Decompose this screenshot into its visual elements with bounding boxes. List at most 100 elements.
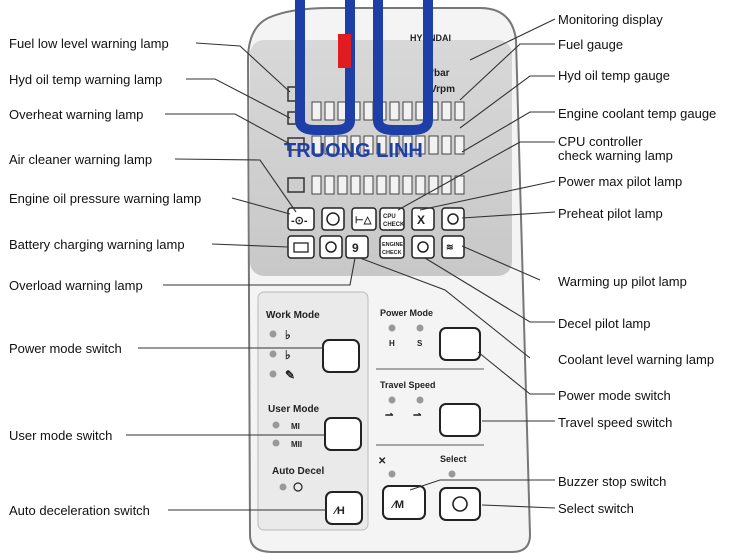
hyd-oil-gauge-segment	[389, 135, 400, 155]
coolant-gauge-segment	[363, 175, 374, 195]
power-mode-led-s	[416, 324, 424, 332]
leader-lines	[126, 18, 556, 511]
svg-text:⊢△: ⊢△	[355, 215, 372, 226]
travel-speed-led-2	[416, 396, 424, 404]
auto-decel-led	[279, 483, 287, 491]
coolant-gauge-segment	[350, 175, 361, 195]
coolant-temp-icon	[287, 177, 305, 193]
gauge-unit-bar: °bar	[430, 68, 450, 79]
buzzer-icon: ✕	[378, 456, 386, 467]
power-mode-h-text: H	[389, 339, 395, 348]
user-mode-led-2	[272, 439, 280, 447]
coolant-gauge-segment	[337, 175, 348, 195]
work-mode-general-icon: ♭	[285, 348, 291, 362]
auto-decel-button[interactable]	[325, 491, 363, 525]
work-mode-breaker-icon: ✎	[285, 368, 295, 382]
hyd-oil-gauge-segment	[350, 135, 361, 155]
label-monitoring-display: Monitoring display	[558, 12, 663, 27]
label-engine-coolant-gauge: Engine coolant temp gauge	[558, 106, 717, 121]
label-select-switch: Select switch	[558, 501, 634, 516]
work-mode-heavy-icon: ♭	[285, 328, 291, 342]
label-power-mode-switch-right: Power mode switch	[558, 388, 671, 403]
label-hyd-oil-temp-warning: Hyd oil temp warning lamp	[9, 72, 163, 87]
lamp-row-1: -⊙- ⊢△ CPU CHECK X	[287, 207, 465, 231]
power-mode-title: Power Mode	[380, 308, 433, 318]
preheat-lamp	[441, 207, 465, 231]
svg-text:X: X	[417, 213, 425, 227]
label-cpu-controller-line2: check warning lamp	[558, 148, 673, 163]
label-engine-oil-pressure: Engine oil pressure warning lamp	[9, 191, 202, 206]
travel-speed-title: Travel Speed	[380, 380, 436, 390]
work-mode-title: Work Mode	[266, 310, 320, 321]
fuel-gauge-segment	[454, 101, 465, 121]
travel-speed-button[interactable]	[439, 403, 481, 437]
label-user-mode-switch: User mode switch	[9, 428, 113, 443]
air-cleaner-lamp	[321, 207, 345, 231]
label-power-max: Power max pilot lamp	[558, 174, 683, 189]
svg-text:⁄M: ⁄M	[390, 499, 404, 511]
travel-speed-low-icon: ⇀	[385, 410, 394, 421]
coolant-gauge-segment	[428, 175, 439, 195]
label-warming-up: Warming up pilot lamp	[558, 274, 687, 289]
svg-text:CHECK: CHECK	[382, 250, 402, 256]
fuel-gauge-segment	[311, 101, 322, 121]
auto-decel-title: Auto Decel	[272, 466, 324, 477]
user-mode-button[interactable]	[324, 417, 362, 451]
overheat-icon	[287, 137, 305, 151]
coolant-level-lamp	[345, 235, 369, 259]
label-travel-speed-switch: Travel speed switch	[558, 415, 673, 430]
overload-lamp	[319, 235, 343, 259]
svg-text:≋: ≋	[446, 242, 454, 252]
coolant-gauge-segment	[402, 175, 413, 195]
hyd-oil-gauge-segment	[415, 135, 426, 155]
svg-text:ENGINE: ENGINE	[382, 242, 403, 248]
work-mode-button[interactable]	[322, 339, 360, 373]
hyd-oil-gauge-segment	[337, 135, 348, 155]
work-mode-led-3	[269, 370, 277, 378]
battery-charging-lamp	[287, 235, 315, 259]
hyd-oil-gauge-segment	[441, 135, 452, 155]
coolant-gauge-segment	[376, 175, 387, 195]
svg-text:CHECK: CHECK	[383, 222, 405, 228]
select-title: Select	[440, 454, 467, 464]
buzzer-stop-button[interactable]	[382, 485, 426, 520]
hyd-oil-gauge-segment	[376, 135, 387, 155]
svg-text:⁄H: ⁄H	[332, 505, 345, 517]
coolant-gauge-segment	[311, 175, 322, 195]
watermark-logo: TRUONG LINH	[284, 0, 433, 162]
label-hyd-oil-temp-gauge: Hyd oil temp gauge	[558, 68, 671, 83]
label-auto-decel-switch: Auto deceleration switch	[9, 503, 150, 518]
travel-speed-led-1	[388, 396, 396, 404]
label-buzzer-stop: Buzzer stop switch	[558, 474, 667, 489]
svg-text:CPU: CPU	[383, 214, 396, 220]
label-coolant-level: Coolant level warning lamp	[558, 352, 715, 367]
hyd-oil-gauge-segment	[311, 135, 322, 155]
lamp-row-2: 9 ENGINE CHECK ≋	[287, 235, 465, 259]
label-preheat: Preheat pilot lamp	[558, 206, 663, 221]
travel-speed-high-icon: ⇀	[413, 410, 422, 421]
fuel-gauge-segment	[402, 101, 413, 121]
hyd-oil-temp-gauge-bars	[311, 135, 465, 155]
fuel-gauge-segment	[324, 101, 335, 121]
label-fuel-low: Fuel low level warning lamp	[9, 36, 169, 51]
hyd-oil-gauge-segment	[402, 135, 413, 155]
hyd-oil-gauge-segment	[454, 135, 465, 155]
fuel-gauge-segment	[441, 101, 452, 121]
hyd-oil-gauge-segment	[428, 135, 439, 155]
svg-text:-⊙-: -⊙-	[291, 215, 308, 227]
fuel-gauge-segment	[363, 101, 374, 121]
svg-text:9: 9	[352, 241, 359, 255]
buzzer-led	[388, 470, 396, 478]
coolant-gauge-segment	[454, 175, 465, 195]
work-mode-led-2	[269, 350, 277, 358]
label-air-cleaner: Air cleaner warning lamp	[9, 152, 153, 167]
engine-oil-pressure-lamp	[287, 207, 315, 231]
user-mode-m1-text: MI	[291, 422, 300, 431]
power-mode-button[interactable]	[439, 327, 481, 361]
cpu-check-lamp	[379, 207, 405, 231]
user-mode-m2-text: MII	[291, 440, 302, 449]
engine-check-lamp	[379, 235, 405, 259]
select-button[interactable]	[439, 487, 481, 521]
